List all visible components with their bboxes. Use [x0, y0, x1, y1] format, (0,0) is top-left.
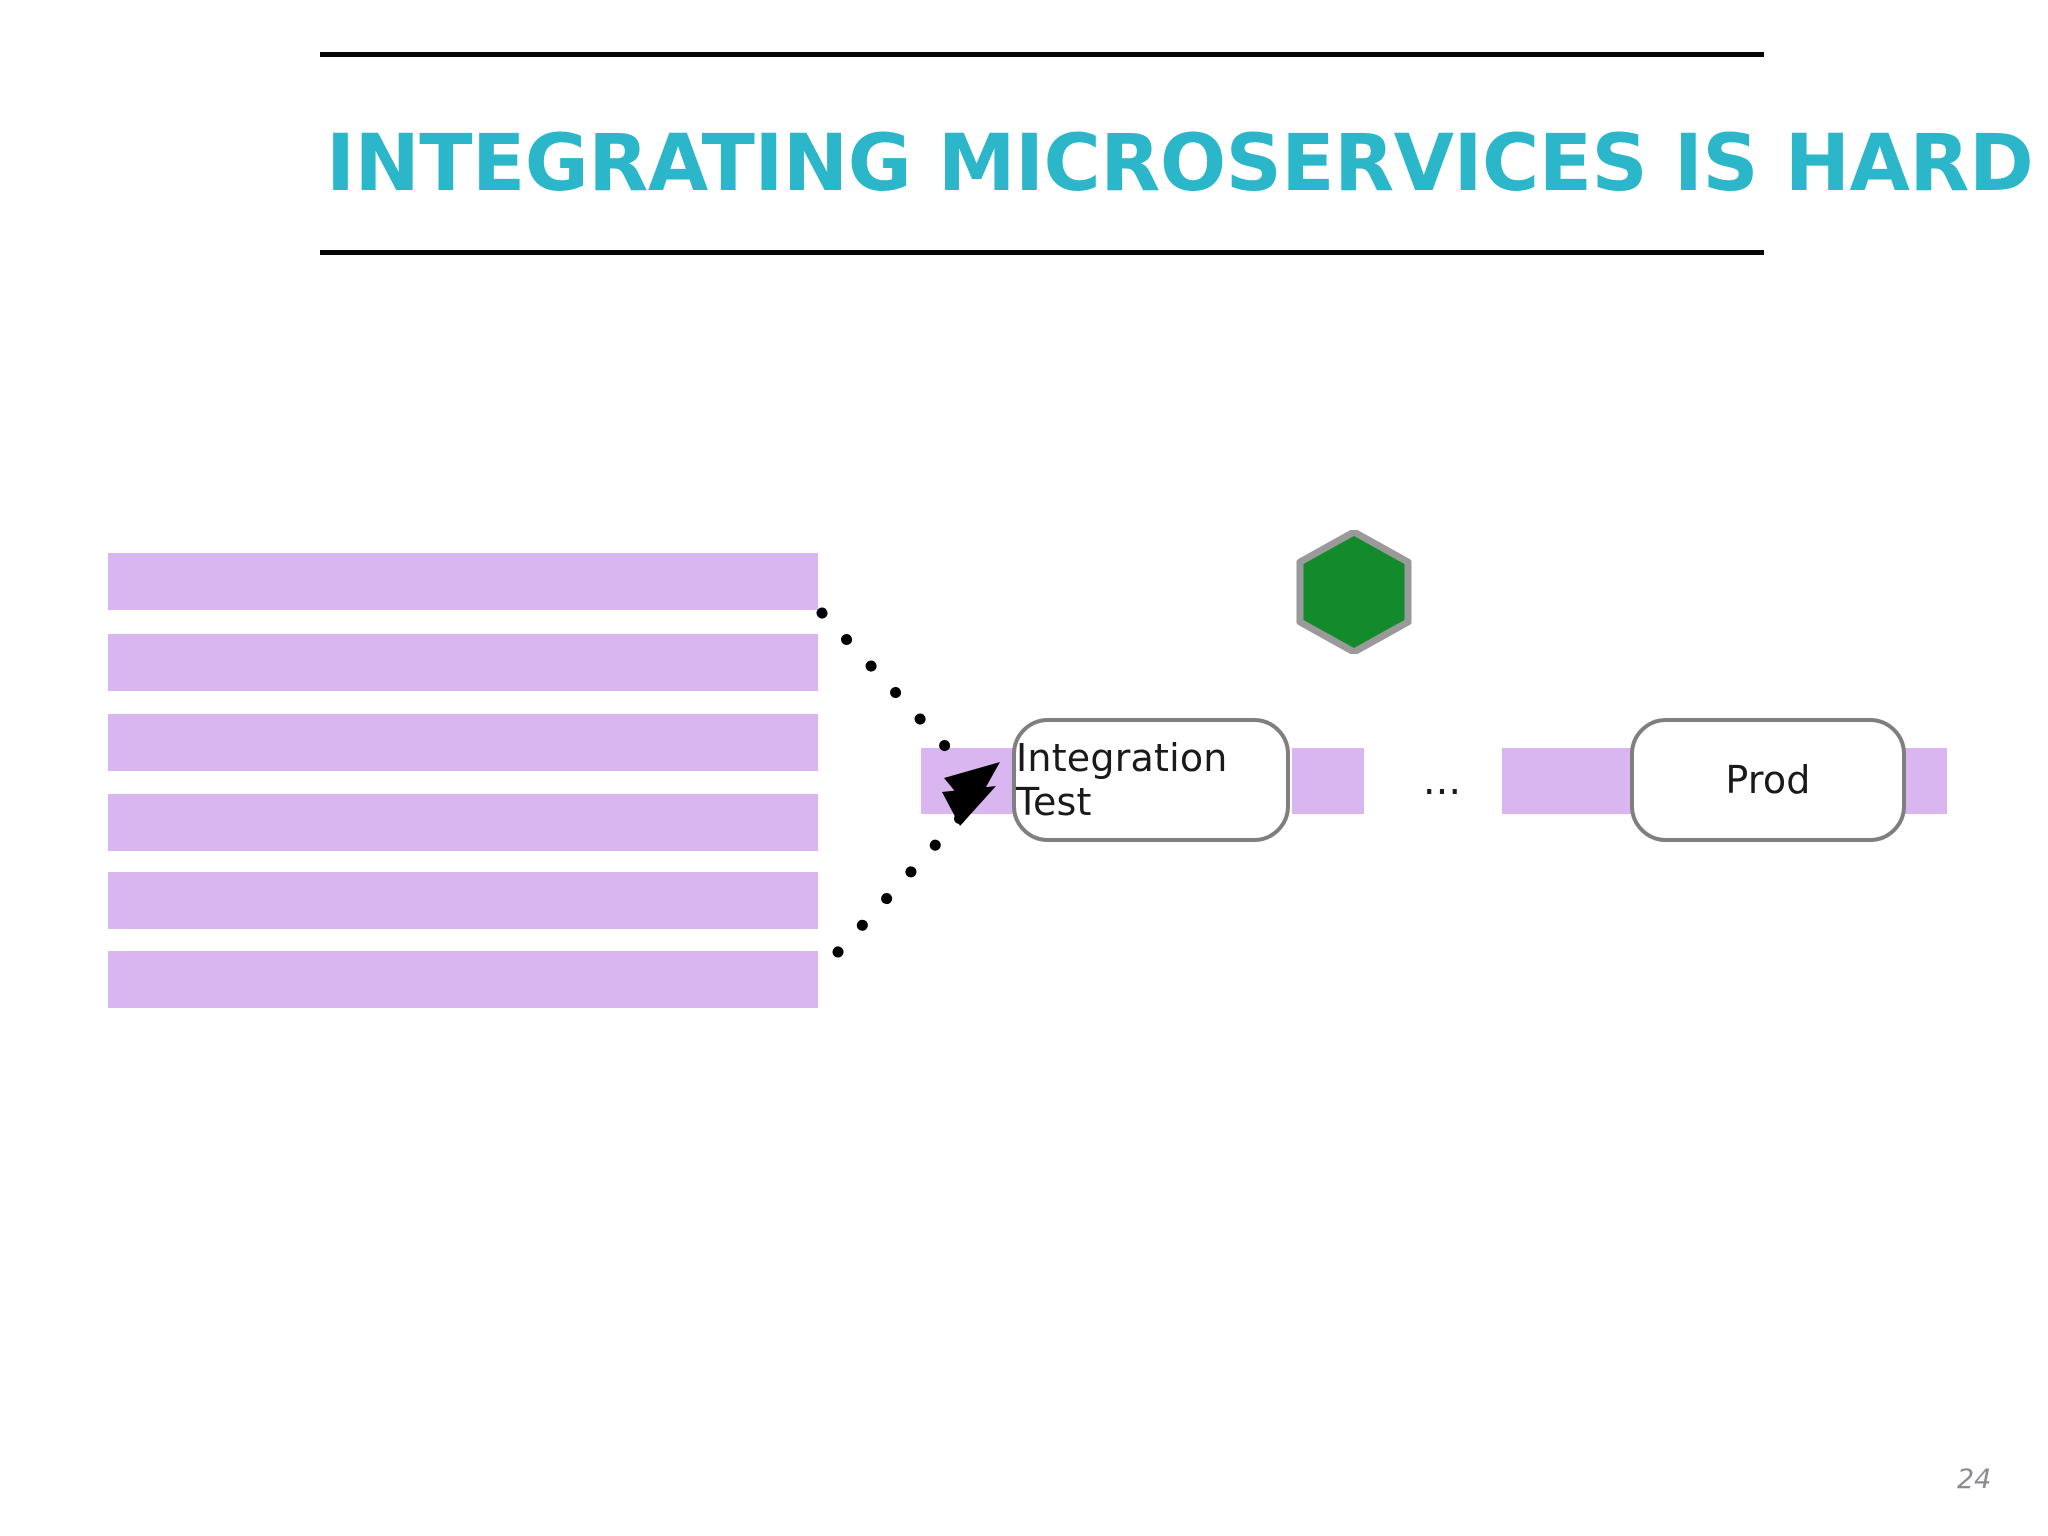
microservice-bar: [108, 634, 818, 691]
dotted-line-upper: [816, 607, 964, 766]
stage-integration-test-label: Integration Test: [1016, 736, 1228, 824]
green-hexagon-icon: [1296, 530, 1412, 654]
microservice-bar: [108, 872, 818, 929]
microservice-bar: [108, 794, 818, 851]
microservice-bar: [108, 951, 818, 1008]
page-number: 24: [1957, 1464, 1992, 1495]
pipeline-ellipsis: ...: [1422, 758, 1462, 804]
stage-prod-label: Prod: [1725, 758, 1811, 802]
dotted-line-lower: [832, 812, 966, 958]
microservice-bar: [108, 553, 818, 610]
stage-integration-test[interactable]: Integration Test: [1012, 718, 1290, 842]
microservice-bar-stack: [108, 553, 818, 1008]
title-rule-top: [320, 52, 1764, 57]
title-rule-bottom: [320, 250, 1764, 255]
arrowhead-upper: [944, 762, 1000, 812]
page-title: INTEGRATING MICROSERVICES IS HARD: [326, 119, 2034, 209]
stage-prod[interactable]: Prod: [1630, 718, 1906, 842]
arrowhead-lower: [942, 786, 996, 826]
microservice-bar: [108, 714, 818, 771]
